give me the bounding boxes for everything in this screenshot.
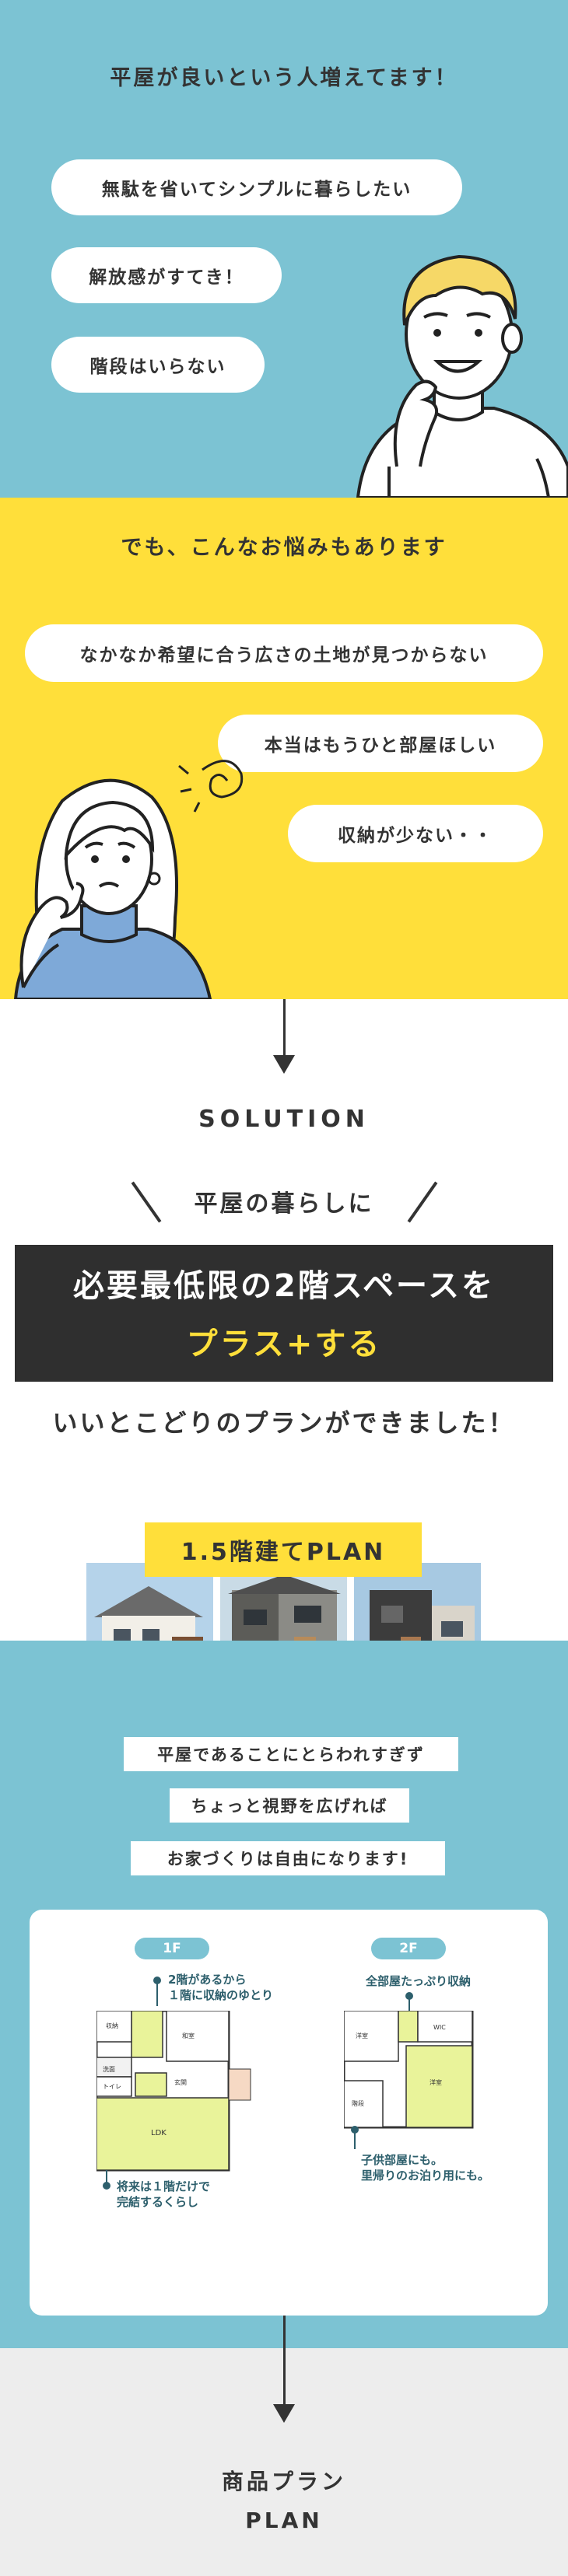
worries-title: でも、こんなお悩みもあります (121, 536, 447, 560)
down-arrow-line (283, 2316, 286, 2348)
popular-section: 平屋が良いという人増えてます！ 無駄を省いてシンプルに暮らしたい 解放感がすてき… (0, 0, 568, 498)
floor-2-note-top: 全部屋たっぷり収納 (366, 1974, 472, 1988)
plan-tagline: いいとこどりのプランができました！ (52, 1408, 516, 1438)
note-leader-line (106, 2170, 107, 2184)
solution-section: SOLUTION 平屋の暮らしに 必要最低限の2階スペースを プラス+する いい… (0, 999, 568, 1691)
highlight-box: 必要最低限の2階スペースを プラス+する (15, 1245, 553, 1382)
product-plan-title: 商品プラン (221, 2469, 346, 2494)
note-marker (103, 2182, 110, 2190)
svg-text:玄関: 玄関 (174, 2078, 187, 2086)
speech-bubble-simple: 無駄を省いてシンプルに暮らしたい (51, 159, 462, 215)
plan-section: 平屋であることにとらわれすぎず ちょっと視野を広げれば お家づくりは自由になりま… (0, 1641, 568, 2348)
floor-2-note-bottom: 子供部屋にも。 里帰りのお泊り用にも。 (361, 2153, 490, 2183)
floor-1-label: 1F (135, 1938, 209, 1959)
note-leader-line (408, 1997, 410, 2012)
speech-bubble-no-stairs: 階段はいらない (51, 337, 265, 393)
message-tag-1: 平屋であることにとらわれすぎず (124, 1737, 458, 1771)
floor-1-note-top: 2階があるから １階に収納のゆとり (168, 1973, 274, 2002)
worry-bubble-land: なかなか希望に合う広さの土地が見つからない (25, 624, 543, 682)
popular-title: 平屋が良いという人増えてます！ (110, 66, 458, 90)
svg-text:トイレ: トイレ (103, 2083, 121, 2090)
worries-section: でも、こんなお悩みもあります なかなか希望に合う広さの土地が見つからない 本当は… (0, 498, 568, 999)
note-leader-line (354, 2132, 356, 2149)
message-tag-2: ちょっと視野を広げれば (170, 1788, 409, 1823)
plan-badge: 1.5階建てPLAN (145, 1522, 422, 1577)
svg-text:洗面: 洗面 (103, 2065, 115, 2073)
product-plan-subtitle: PLAN (245, 2508, 323, 2533)
down-arrow-head (273, 1055, 295, 1074)
floor-1-note-bottom: 将来は１階だけで 完結するくらし (117, 2179, 211, 2209)
worry-bubble-room: 本当はもうひと部屋ほしい (218, 715, 543, 772)
floor-2-plan: 洋室 WIC 洋室 階段 (344, 2011, 474, 2129)
message-tag-3: お家づくりは自由になります! (131, 1841, 445, 1875)
down-arrow-line (283, 999, 286, 1057)
speech-bubble-openness: 解放感がすてき！ (51, 247, 282, 303)
floor-plan-card: 1F 2F 2階があるから １階に収納のゆとり 収納 和室 (30, 1910, 548, 2316)
solution-heading: SOLUTION (198, 1106, 370, 1133)
note-marker (405, 1992, 413, 2000)
svg-text:LDK: LDK (151, 2129, 167, 2137)
highlight-line-2: プラス+する (186, 1326, 382, 1362)
note-marker (153, 1977, 161, 1984)
down-arrow-line (283, 2348, 286, 2406)
floor-1-plan: 収納 和室 洗面 トイレ 玄関 LDK (96, 2011, 251, 2172)
product-plan-section: 商品プラン PLAN (0, 2348, 568, 2576)
svg-text:WIC: WIC (433, 2024, 446, 2031)
floor-2-label: 2F (371, 1938, 446, 1959)
note-leader-line (156, 1983, 158, 2006)
svg-text:和室: 和室 (182, 2032, 195, 2039)
svg-text:収納: 収納 (106, 2022, 118, 2029)
thinking-man-illustration (356, 254, 568, 498)
svg-text:階段: 階段 (352, 2099, 364, 2107)
svg-text:洋室: 洋室 (430, 2078, 442, 2086)
worry-bubble-storage: 収納が少ない・・ (288, 805, 543, 862)
svg-text:洋室: 洋室 (356, 2032, 368, 2039)
solution-subheading: 平屋の暮らしに (194, 1190, 374, 1218)
down-arrow-head (273, 2404, 295, 2423)
highlight-line-1: 必要最低限の2階スペースを (72, 1268, 496, 1304)
worried-woman-illustration (13, 760, 244, 999)
note-marker (351, 2126, 359, 2134)
